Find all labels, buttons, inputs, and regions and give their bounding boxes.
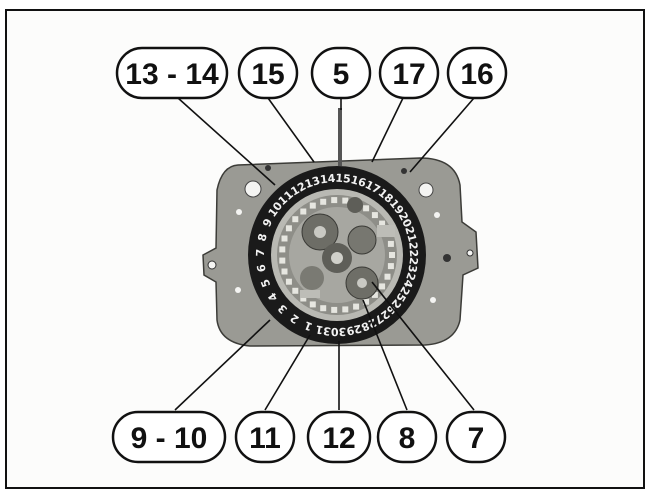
callout-label: 7 [468, 422, 485, 455]
ring-tooth [363, 205, 369, 211]
ring-tooth [279, 246, 285, 252]
callout-13-14: 13 - 14 [117, 48, 227, 98]
ring-tooth [385, 274, 391, 280]
ring-tooth [310, 203, 316, 209]
callout-label: 8 [399, 422, 416, 455]
ring-tooth [282, 269, 288, 275]
callout-label: 15 [251, 58, 284, 91]
ring-tooth [292, 288, 298, 294]
callout-7: 7 [447, 412, 505, 462]
ring-tooth [379, 283, 385, 289]
ring-tooth [388, 263, 394, 269]
ring-tooth [320, 199, 326, 205]
date-ring-number: 7 [254, 249, 267, 257]
ring-tooth [310, 301, 316, 307]
date-ring-number: 14 [319, 172, 336, 187]
callout-9-10: 9 - 10 [113, 412, 225, 462]
ring-tooth [279, 258, 285, 264]
callout-label: 17 [392, 58, 425, 91]
callout-5: 5 [312, 48, 370, 98]
date-ring-number: 31 [314, 322, 331, 338]
ring-tooth [292, 216, 298, 222]
callout-label: 13 - 14 [125, 58, 219, 91]
date-ring-number: 22 [406, 241, 420, 257]
ring-tooth [300, 209, 306, 215]
ring-tooth [286, 225, 292, 231]
ring-tooth [372, 212, 378, 218]
callout-15: 15 [239, 48, 297, 98]
callout-label: 9 - 10 [131, 422, 208, 455]
ring-tooth [320, 305, 326, 311]
ring-tooth [342, 306, 348, 312]
ring-tooth [286, 279, 292, 285]
callout-12: 12 [308, 412, 370, 462]
callout-11: 11 [236, 412, 294, 462]
callout-16: 16 [448, 48, 506, 98]
ring-tooth [388, 241, 394, 247]
crown-stem [338, 108, 342, 166]
ring-tooth [353, 304, 359, 310]
ring-tooth [331, 197, 337, 203]
callout-17: 17 [380, 48, 438, 98]
callout-8: 8 [378, 412, 436, 462]
date-ring-number: 30 [330, 325, 346, 338]
callout-label: 16 [460, 58, 493, 91]
callout-label: 5 [333, 58, 350, 91]
callout-label: 12 [322, 422, 355, 455]
ring-tooth [389, 252, 395, 258]
ring-tooth [331, 307, 337, 313]
callout-label: 11 [249, 422, 281, 455]
ring-tooth [282, 236, 288, 242]
inner-movement [277, 195, 397, 315]
